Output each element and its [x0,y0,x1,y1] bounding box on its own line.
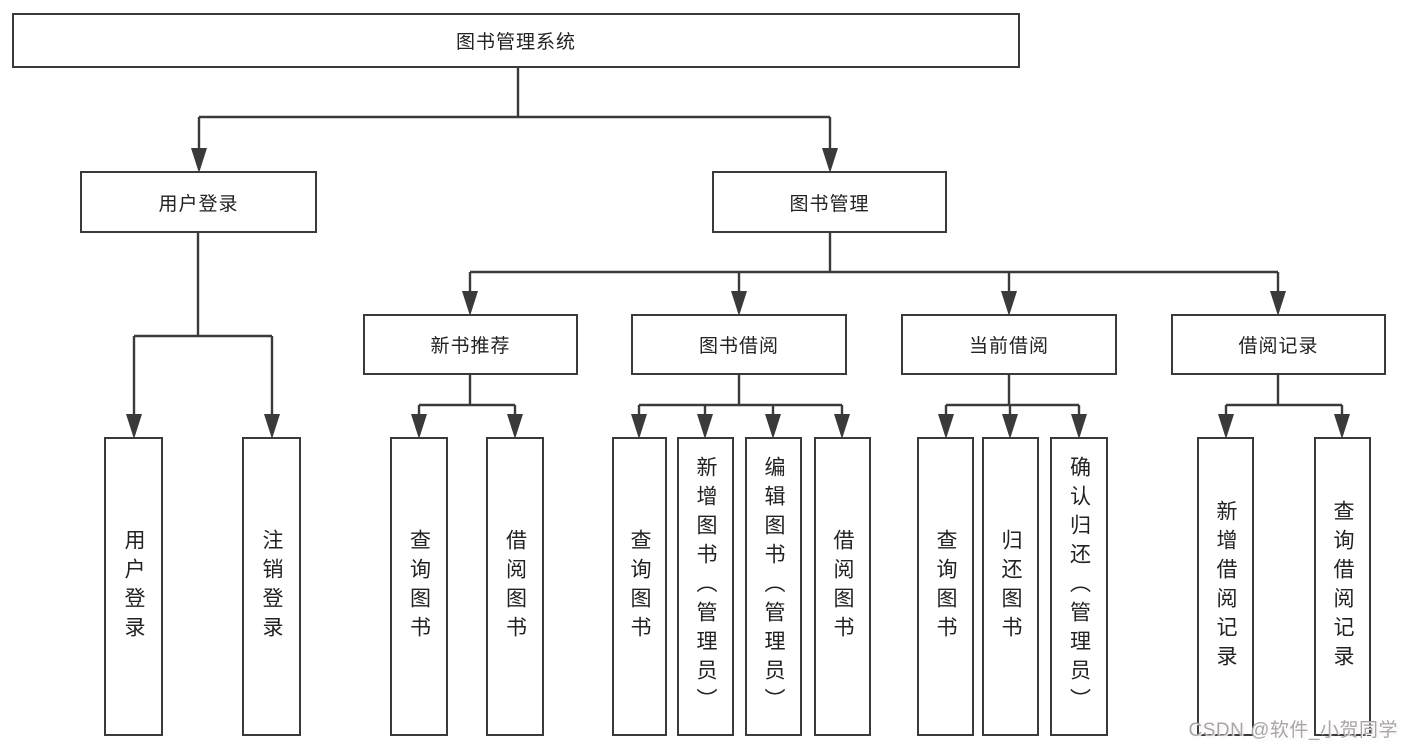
leaf-add-book-admin-label: 新增图书（管理员） [694,456,717,717]
node-book-management: 图书管理 [712,171,947,233]
leaf-user-login: 用户登录 [104,437,163,736]
leaf-confirm-return-admin-label: 确认归还（管理员） [1067,456,1091,717]
node-borrowing-records: 借阅记录 [1171,314,1386,375]
node-new-book-recommend-label: 新书推荐 [430,336,511,357]
leaf-query-books-current: 查询图书 [917,437,974,736]
leaf-edit-book-admin: 编辑图书（管理员） [745,437,802,736]
leaf-query-books-borrowing-label: 查询图书 [628,528,651,645]
node-root: 图书管理系统 [12,13,1020,68]
leaf-add-borrow-record: 新增借阅记录 [1197,437,1254,736]
leaf-query-books-recommend-label: 查询图书 [407,528,431,645]
node-current-borrowing-label: 当前借阅 [968,336,1049,357]
leaf-user-login-label: 用户登录 [122,528,145,645]
leaf-logout-label: 注销登录 [260,528,283,645]
node-user-login: 用户登录 [80,171,317,233]
leaf-logout: 注销登录 [242,437,301,736]
leaf-add-book-admin: 新增图书（管理员） [677,437,734,736]
leaf-borrow-books-borrowing-label: 借阅图书 [831,528,854,645]
node-current-borrowing: 当前借阅 [901,314,1117,375]
leaf-confirm-return-admin: 确认归还（管理员） [1050,437,1108,736]
leaf-edit-book-admin-label: 编辑图书（管理员） [762,456,785,717]
watermark: CSDN @软件_小贺同学 [1188,720,1398,741]
leaf-query-books-recommend: 查询图书 [390,437,448,736]
node-root-label: 图书管理系统 [455,32,576,53]
node-book-borrowing-label: 图书借阅 [698,336,779,357]
node-new-book-recommend: 新书推荐 [363,314,578,375]
leaf-borrow-books-recommend-label: 借阅图书 [503,528,527,645]
node-book-borrowing: 图书借阅 [631,314,847,375]
leaf-query-borrow-record-label: 查询借阅记录 [1331,499,1354,674]
leaf-return-book-label: 归还图书 [999,528,1022,645]
leaf-borrow-books-recommend: 借阅图书 [486,437,544,736]
leaf-add-borrow-record-label: 新增借阅记录 [1214,499,1237,674]
leaf-query-books-current-label: 查询图书 [934,528,957,645]
node-borrowing-records-label: 借阅记录 [1238,336,1319,357]
leaf-query-books-borrowing: 查询图书 [612,437,667,736]
leaf-borrow-books-borrowing: 借阅图书 [814,437,871,736]
node-user-login-label: 用户登录 [158,193,239,215]
node-book-management-label: 图书管理 [789,193,870,215]
leaf-return-book: 归还图书 [982,437,1039,736]
leaf-query-borrow-record: 查询借阅记录 [1314,437,1371,736]
